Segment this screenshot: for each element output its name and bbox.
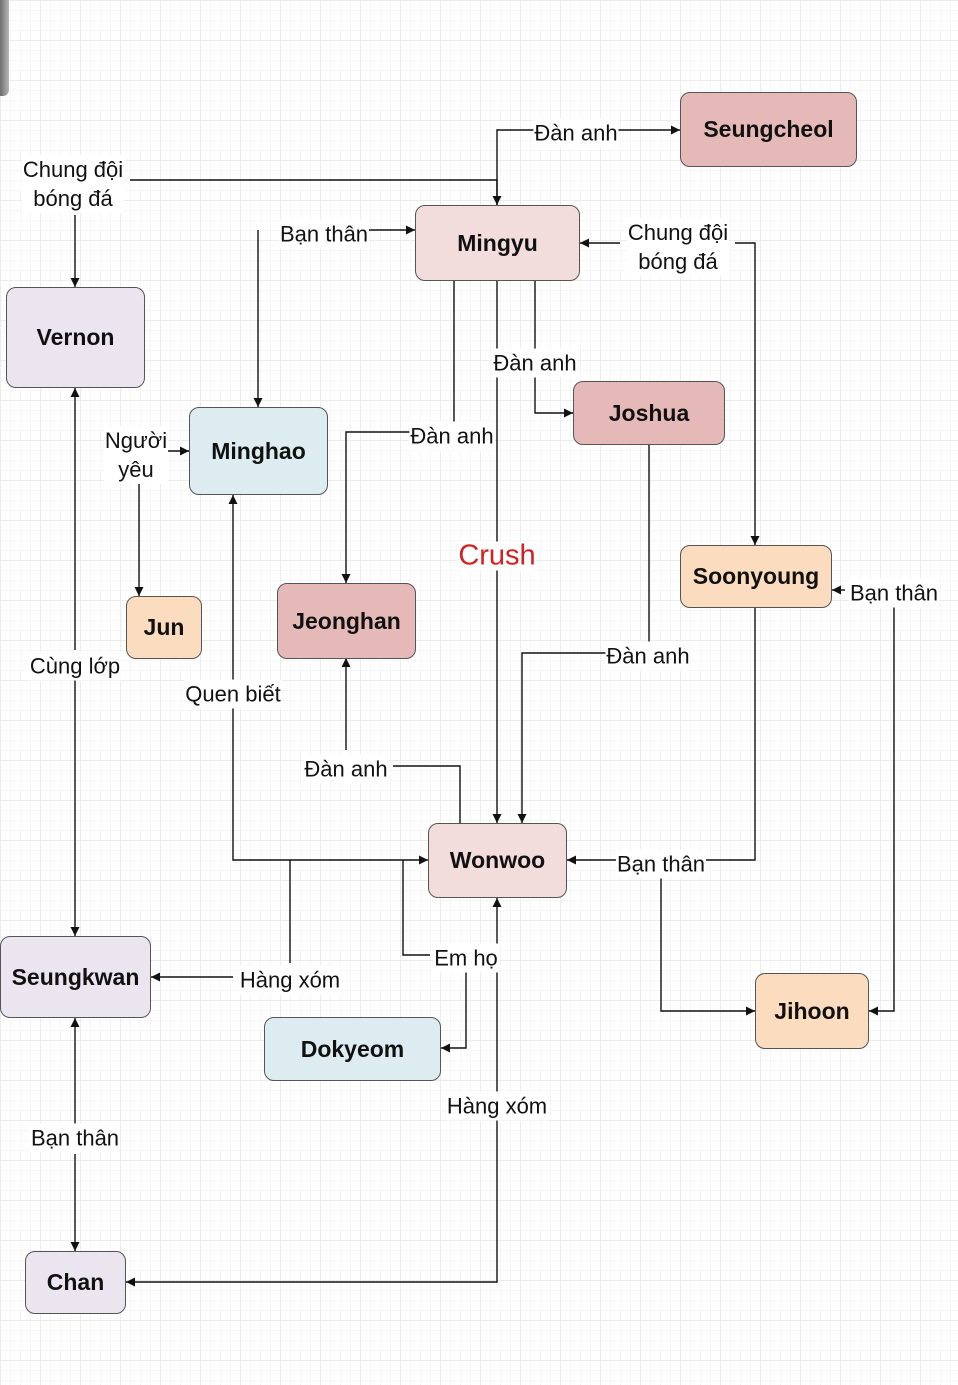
edge-label-minghao-jun: Người yêu — [103, 426, 169, 484]
edge-label-vernon-seungkwan: Cùng lớp — [28, 651, 122, 681]
edge-label-mingyu-minghao: Bạn thân — [278, 219, 370, 249]
edge-label-crush: Crush — [457, 539, 537, 572]
edge-chan-wonwoo-b — [126, 1120, 498, 1287]
edge-label-wonwoo-seungkwan: Hàng xóm — [238, 965, 342, 995]
edge-wonwoo-dokyeom-b — [441, 970, 467, 1053]
edge-label-vernon-mingyu: Chung đội bóng đá — [21, 155, 125, 213]
node-soonyoung[interactable]: Soonyoung — [680, 545, 832, 608]
edge-label-soonyoung-jihoon: Bạn thân — [848, 578, 940, 608]
edge-soonyoung-jihoon-a — [869, 607, 895, 1016]
edge-label-seungkwan-chan: Bạn thân — [29, 1123, 121, 1153]
node-wonwoo[interactable]: Wonwoo — [428, 823, 567, 898]
edge-mingyu-soonyoung-b — [735, 242, 760, 545]
edge-wonwoo-jeonghan-a — [393, 765, 461, 823]
edge-label-wonwoo-minghao: Quen biết — [184, 679, 282, 709]
node-jeonghan[interactable]: Jeonghan — [277, 583, 416, 659]
edge-label-mingyu-joshua: Đàn anh — [492, 348, 578, 378]
node-dokyeom[interactable]: Dokyeom — [264, 1017, 441, 1081]
node-chan[interactable]: Chan — [25, 1251, 126, 1314]
edge-vernon-mingyu-a — [130, 179, 502, 205]
node-joshua[interactable]: Joshua — [573, 381, 725, 445]
edge-joshua-wonwoo — [517, 445, 650, 823]
edge-label-wonwoo-dokyeom: Em họ — [433, 943, 499, 973]
edge-label-mingyu-seungcheol: Đàn anh — [533, 118, 619, 148]
scrollbar-edge[interactable] — [0, 0, 9, 96]
edge-label-soonyoung-wonwoo: Bạn thân — [615, 849, 707, 879]
edge-mingyu-jeonghan — [341, 281, 455, 583]
node-seungcheol[interactable]: Seungcheol — [680, 92, 857, 167]
node-minghao[interactable]: Minghao — [189, 407, 328, 495]
edge-label-chan-wonwoo: Hàng xóm — [445, 1091, 549, 1121]
edge-label-mingyu-soonyoung: Chung đội bóng đá — [626, 218, 730, 276]
edge-label-wonwoo-jeonghan: Đàn anh — [303, 754, 389, 784]
edge-wonwoo-dokyeom-a — [402, 860, 430, 956]
node-jihoon[interactable]: Jihoon — [755, 973, 869, 1049]
node-mingyu[interactable]: Mingyu — [415, 205, 580, 281]
edge-label-mingyu-jeonghan: Đàn anh — [409, 421, 495, 451]
edge-wonwoo-minghao-b — [232, 708, 428, 865]
edge-mingyu-joshua — [534, 281, 573, 418]
node-vernon[interactable]: Vernon — [6, 287, 145, 388]
edge-label-joshua-wonwoo: Đàn anh — [605, 641, 691, 671]
edge-wonwoo-jihoon — [660, 875, 755, 1016]
node-jun[interactable]: Jun — [126, 596, 202, 659]
node-seungkwan[interactable]: Seungkwan — [0, 936, 151, 1018]
